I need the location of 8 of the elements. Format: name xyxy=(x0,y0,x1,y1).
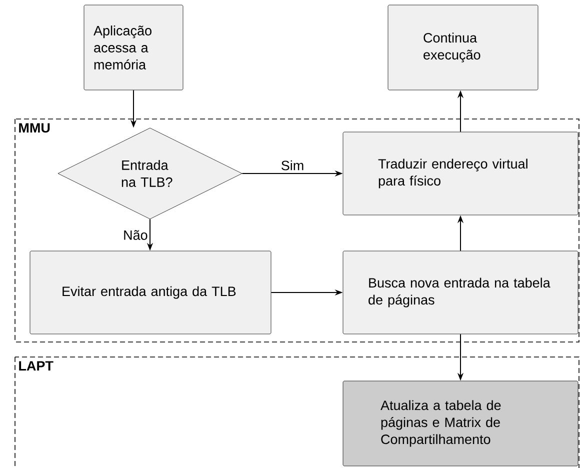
edge-label: Não xyxy=(124,230,148,240)
process-box: Traduzir endereço virtual para físico xyxy=(342,132,578,216)
edge-label: Sim xyxy=(282,160,304,170)
process-box: Busca nova entrada na tabela de páginas xyxy=(342,250,578,334)
process-box: Atualiza a tabela de páginas e Matrix de Compartilhamento xyxy=(342,380,578,466)
process-box: Aplicação acessa a memória xyxy=(84,4,184,90)
process-box: Continua execução xyxy=(388,4,538,90)
process-box: Evitar entrada antiga da TLB xyxy=(30,250,272,334)
